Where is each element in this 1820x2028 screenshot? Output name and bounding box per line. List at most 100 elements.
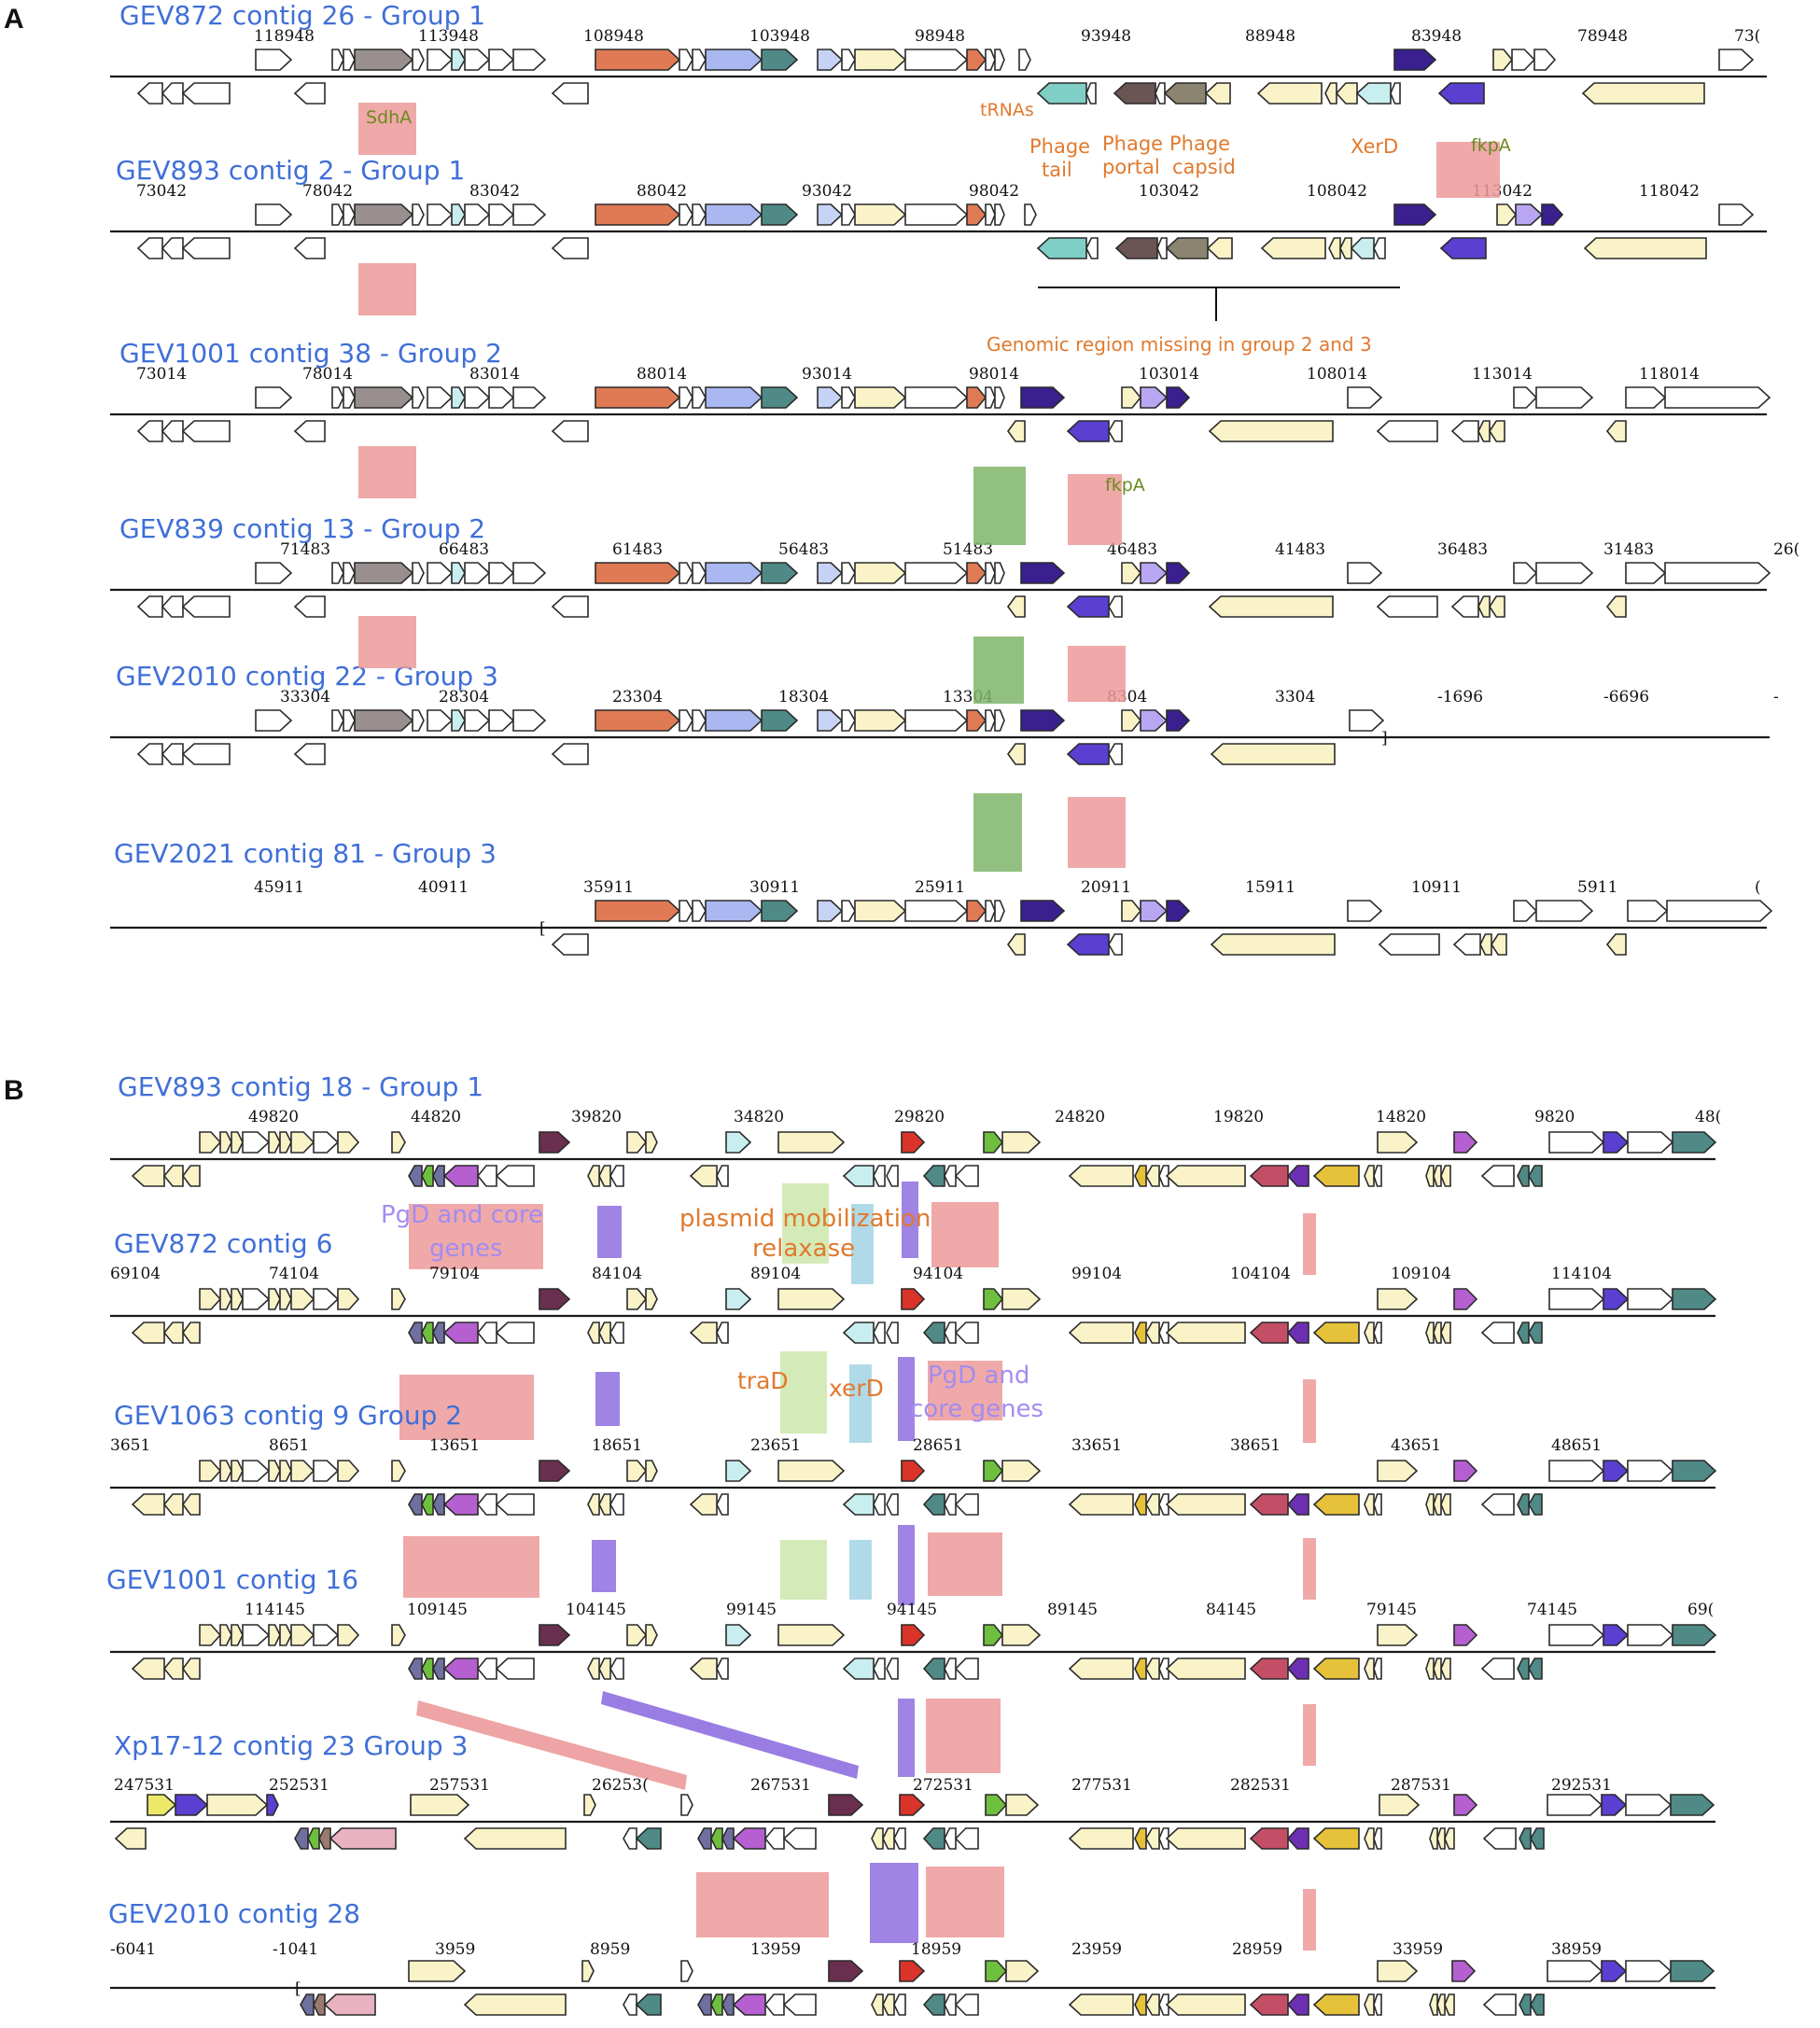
green-box (973, 467, 1026, 545)
pink-strip (1303, 1379, 1316, 1443)
gene-arrow (1005, 1960, 1040, 1982)
gene-arrow (1312, 1993, 1360, 2016)
gene-arrow (1007, 743, 1026, 765)
gene-arrow (1066, 743, 1110, 765)
gene-arrow (954, 1827, 979, 1850)
gene-arrow (1156, 237, 1168, 259)
gene-arrow (886, 1165, 899, 1187)
gene-arrow (761, 709, 799, 732)
gene-arrow (451, 203, 466, 226)
coordinate-label: 113948 (418, 27, 479, 46)
coordinate-label: 40911 (418, 878, 469, 897)
gene-arrow (1165, 1827, 1246, 1850)
gene-arrow (1349, 709, 1385, 732)
gene-arrow (828, 1960, 864, 1982)
gene-arrow (1377, 1288, 1419, 1310)
gene-arrow (1145, 1322, 1160, 1344)
gene-arrow (944, 1165, 957, 1187)
gene-arrow (313, 1131, 340, 1154)
gene-arrow (842, 1657, 875, 1680)
track-title: GEV2010 contig 22 - Group 3 (116, 661, 498, 692)
gene-arrow (854, 203, 907, 226)
gene-arrow (1155, 82, 1166, 105)
gene-arrow (442, 1165, 479, 1187)
gene-arrow (710, 1993, 723, 2016)
gene-arrow (313, 1624, 340, 1646)
gene-arrow (1108, 743, 1123, 765)
coordinate-label: 79104 (429, 1265, 480, 1283)
gene-arrow (1373, 1657, 1382, 1680)
gene-arrow (904, 203, 969, 226)
gene-arrow (1517, 1657, 1530, 1680)
gene-arrow (1533, 49, 1557, 71)
gene-arrow (162, 1657, 184, 1680)
gene-arrow (421, 1493, 434, 1516)
gene-arrow (1530, 1827, 1545, 1850)
gene-arrow (966, 386, 987, 409)
gene-arrow (1066, 933, 1110, 956)
coordinate-label: 13651 (429, 1436, 480, 1455)
gene-arrow (689, 1493, 718, 1516)
gene-arrow (219, 1460, 232, 1482)
coordinate-label: 113014 (1472, 365, 1533, 384)
gene-arrow (136, 595, 163, 618)
gene-arrow (1664, 562, 1771, 584)
gene-arrow (331, 386, 344, 409)
coordinate-label: 13959 (750, 1940, 801, 1959)
gene-arrow (1425, 1322, 1435, 1344)
gene-arrow (1373, 1993, 1382, 2016)
gene-arrow (1625, 386, 1667, 409)
coordinate-label: 252531 (269, 1776, 329, 1795)
gene-arrow (581, 1960, 595, 1982)
gene-arrow (337, 1460, 360, 1482)
gene-arrow (761, 203, 799, 226)
gene-arrow (854, 49, 907, 71)
coordinate-label: 25911 (915, 878, 965, 897)
gene-arrow (689, 1165, 718, 1187)
gene-arrow (761, 49, 799, 71)
gene-arrow (427, 709, 454, 732)
gene-arrow (1513, 386, 1538, 409)
gene-arrow (1373, 1322, 1382, 1344)
gene-arrow (293, 237, 326, 259)
pgd-box (931, 1202, 999, 1267)
gene-arrow (161, 595, 184, 618)
gene-arrow (1350, 237, 1375, 259)
gene-arrow (716, 1493, 729, 1516)
gene-arrow (1204, 82, 1231, 105)
coordinate-label: 14820 (1376, 1108, 1426, 1126)
coordinate-label: 98014 (969, 365, 1019, 384)
gene-arrow (1376, 595, 1438, 618)
gene-arrow (1513, 900, 1538, 922)
gene-arrow (1450, 595, 1479, 618)
gene-arrow (181, 82, 231, 105)
gene-arrow (488, 49, 515, 71)
gene-arrow (922, 1322, 945, 1344)
gene-arrow (1166, 562, 1191, 584)
gene-arrow (679, 709, 693, 732)
gene-arrow (1286, 1657, 1309, 1680)
coordinate-label: -6041 (110, 1940, 156, 1959)
gene-arrow (412, 709, 425, 732)
gene-arrow (131, 1165, 165, 1187)
gene-arrow (817, 709, 844, 732)
gene-arrow (763, 1827, 785, 1850)
coordinate-label: 74104 (269, 1265, 319, 1283)
coordinate-label: 56483 (778, 540, 829, 559)
gene-arrow (893, 1993, 906, 2016)
gene-arrow (551, 237, 589, 259)
gene-arrow (1134, 1657, 1147, 1680)
coordinate-label: 34820 (734, 1108, 784, 1126)
purple-box (592, 1540, 616, 1592)
gene-arrow (873, 1322, 886, 1344)
coordinate-label: 41483 (1275, 540, 1325, 559)
gene-arrow (354, 562, 414, 584)
coordinate-label: 88042 (637, 182, 687, 201)
gene-arrow (645, 1288, 658, 1310)
gene-arrow (777, 1131, 846, 1154)
coordinate-label: 3959 (435, 1940, 475, 1959)
gene-arrow (994, 386, 1005, 409)
pgd-box (399, 1375, 534, 1440)
gene-arrow (1444, 1827, 1455, 1850)
